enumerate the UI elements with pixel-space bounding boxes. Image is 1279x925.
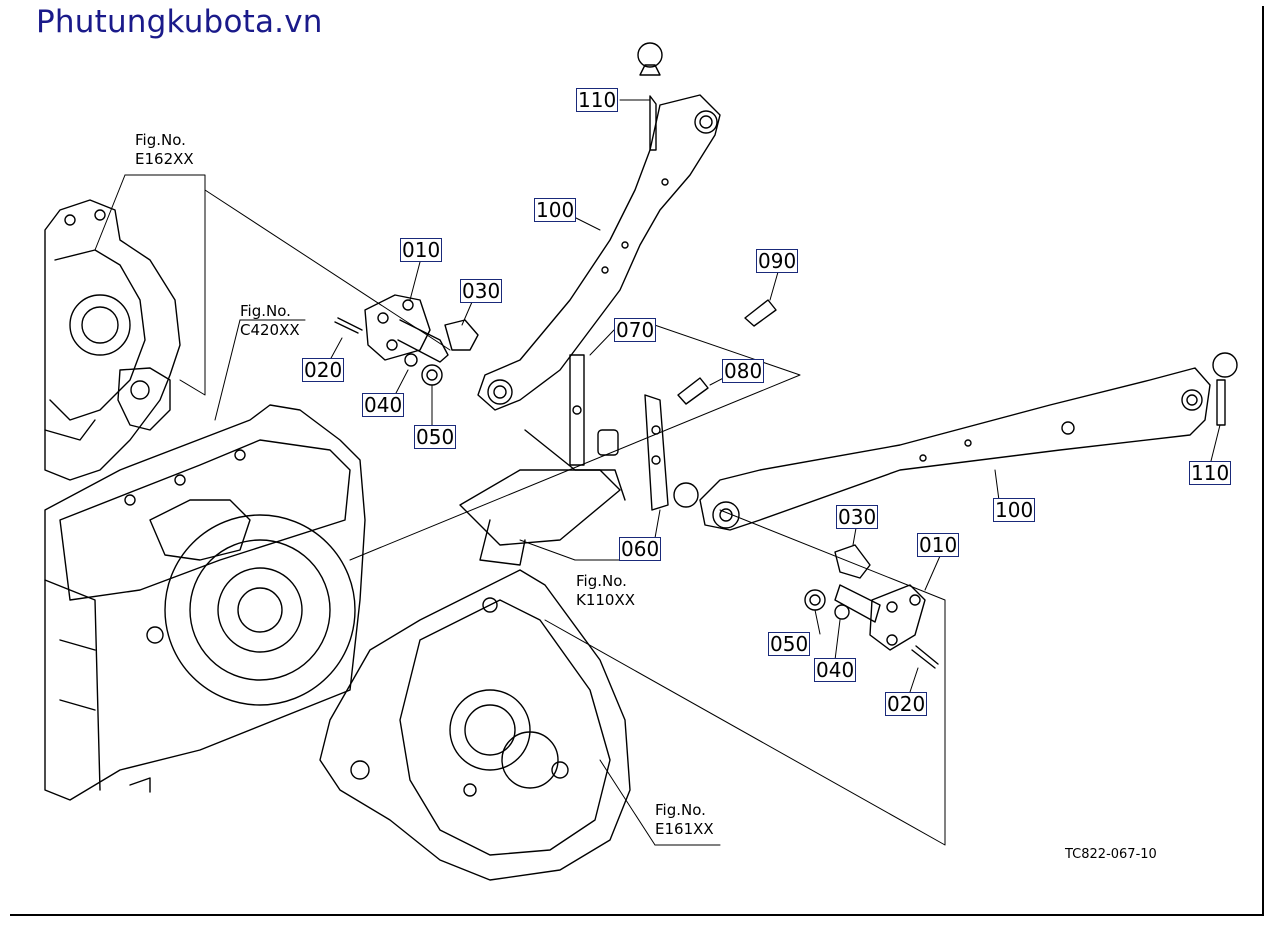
part-callout-110[interactable]: 110: [1189, 461, 1232, 485]
fig-ref-label: Fig.No.: [576, 572, 627, 590]
fig-ref-e161[interactable]: Fig.No. E161XX: [655, 801, 714, 839]
part-callout-100[interactable]: 100: [534, 198, 577, 222]
part-callout-050[interactable]: 050: [768, 632, 811, 656]
lower-link-upper: [477, 42, 721, 411]
engine-housing: [44, 199, 181, 481]
part-callout-090[interactable]: 090: [756, 249, 799, 273]
part-callout-020[interactable]: 020: [302, 358, 345, 382]
part-callout-030[interactable]: 030: [460, 279, 503, 303]
fig-ref-e162[interactable]: Fig.No. E162XX: [135, 131, 194, 169]
part-callout-110[interactable]: 110: [576, 88, 619, 112]
fig-ref-number: E162XX: [135, 150, 194, 168]
part-callout-080[interactable]: 080: [722, 359, 765, 383]
diagram-frame: [10, 6, 1264, 916]
fig-ref-c420[interactable]: Fig.No. C420XX: [240, 302, 300, 340]
fig-ref-label: Fig.No.: [135, 131, 186, 149]
fig-ref-k110[interactable]: Fig.No. K110XX: [576, 572, 635, 610]
right-pin-parts: [804, 544, 939, 669]
part-callout-100[interactable]: 100: [993, 498, 1036, 522]
transmission-case: [44, 404, 366, 801]
part-callout-010[interactable]: 010: [917, 533, 960, 557]
fig-ref-label: Fig.No.: [240, 302, 291, 320]
part-callout-030[interactable]: 030: [836, 505, 879, 529]
lower-link-lower: [699, 352, 1238, 531]
leader-lines: [94, 99, 1221, 846]
fig-ref-number: E161XX: [655, 820, 714, 838]
clutch-housing: [319, 569, 631, 881]
part-callout-070[interactable]: 070: [614, 318, 657, 342]
part-callout-040[interactable]: 040: [362, 393, 405, 417]
part-callout-020[interactable]: 020: [885, 692, 928, 716]
part-callout-050[interactable]: 050: [414, 425, 457, 449]
fig-ref-number: K110XX: [576, 591, 636, 609]
part-callout-010[interactable]: 010: [400, 238, 443, 262]
bracket-assembly: [459, 354, 699, 566]
fig-ref-number: C420XX: [240, 321, 300, 339]
left-pin-parts: [334, 294, 479, 386]
fig-ref-label: Fig.No.: [655, 801, 706, 819]
part-callout-040[interactable]: 040: [814, 658, 857, 682]
drawing-number: TC822-067-10: [1065, 847, 1157, 862]
watermark-text: Phutungkubota.vn: [36, 4, 323, 40]
part-callout-060[interactable]: 060: [619, 537, 662, 561]
small-bolts: [677, 299, 777, 405]
